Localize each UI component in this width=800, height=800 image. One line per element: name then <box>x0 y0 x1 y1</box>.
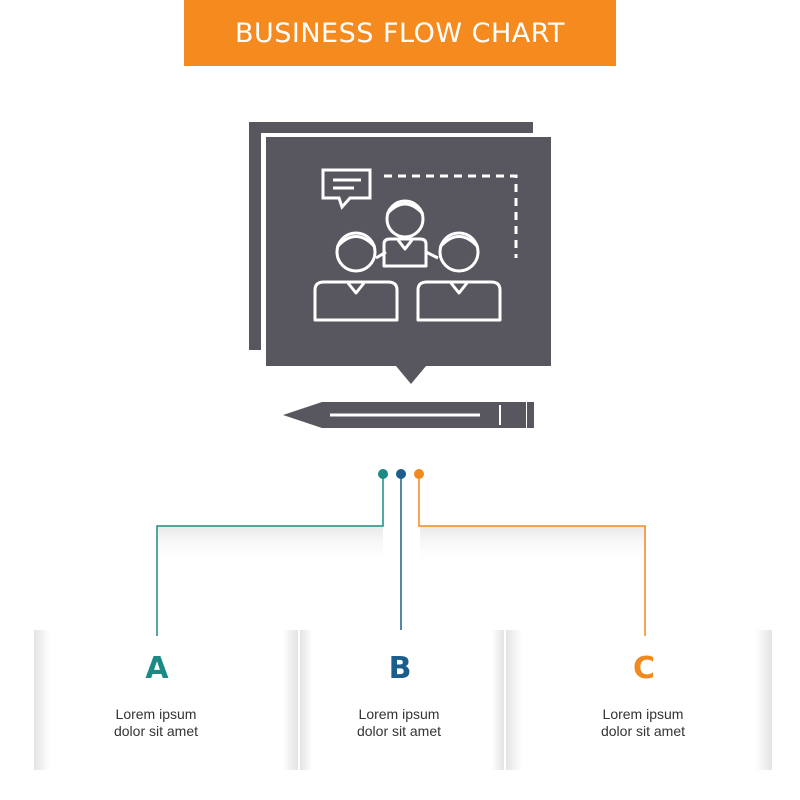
step-text-b: Lorem ipsum dolor sit amet <box>309 706 489 740</box>
step-text-a-line1: Lorem ipsum <box>115 706 197 722</box>
pencil-icon <box>283 402 534 428</box>
connector-c <box>418 474 646 636</box>
step-letter-a: A <box>145 651 169 686</box>
step-text-a: Lorem ipsum dolor sit amet <box>66 706 246 740</box>
title-banner: BUSINESS FLOW CHART <box>184 0 616 66</box>
team-discussion-icon <box>249 122 551 428</box>
dashed-path-shape <box>384 174 518 258</box>
step-letter-c: C <box>632 651 656 686</box>
step-letter-b: B <box>388 651 412 686</box>
connector-dot-b <box>396 469 406 479</box>
step-text-b-line2: dolor sit amet <box>356 723 442 739</box>
connector-dot-c <box>414 469 424 479</box>
connector-shade-right <box>420 526 646 566</box>
page-title: BUSINESS FLOW CHART <box>234 17 566 49</box>
board-pointer-shape <box>396 366 426 384</box>
chat-bubble-icon <box>321 168 372 210</box>
people-group-icon <box>313 199 502 322</box>
connector-dot-a <box>378 469 388 479</box>
step-text-c-line2: dolor sit amet <box>600 723 686 739</box>
step-panel-c <box>506 630 772 770</box>
step-text-c: Lorem ipsum dolor sit amet <box>553 706 733 740</box>
step-text-c-line1: Lorem ipsum <box>602 706 684 722</box>
step-panel-a <box>34 630 298 770</box>
connector-a <box>156 474 384 636</box>
step-text-a-line2: dolor sit amet <box>113 723 199 739</box>
step-text-b-line1: Lorem ipsum <box>358 706 440 722</box>
step-panel-b <box>300 630 504 770</box>
connector-shade-left <box>157 526 383 566</box>
